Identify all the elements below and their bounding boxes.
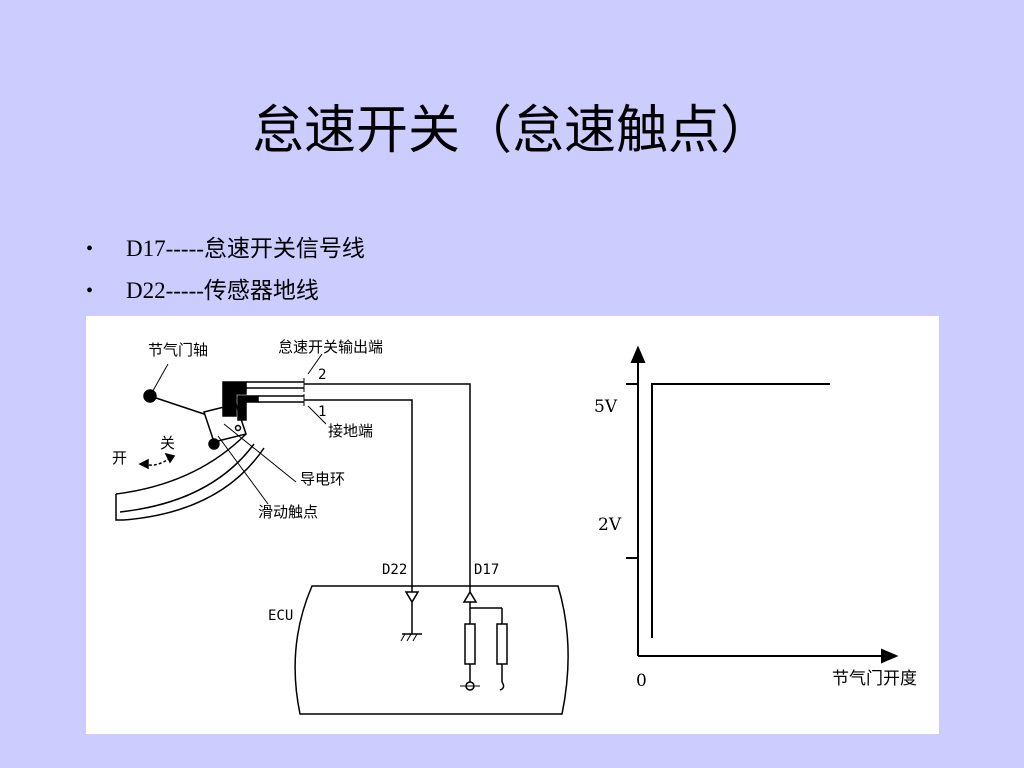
- ring-end-cap: [115, 494, 124, 521]
- ground-hatch: [412, 633, 418, 642]
- load-resistor: [496, 623, 508, 665]
- y-axis-arrow-icon: [630, 345, 646, 363]
- ecu-block: [294, 582, 569, 715]
- x-origin-label: 0: [636, 671, 647, 691]
- ring-leader: [223, 423, 297, 483]
- y-tick-5v-label: 5V: [594, 397, 618, 417]
- ground-terminal-label: 接地端: [328, 422, 373, 440]
- ecu-outline: [294, 585, 569, 715]
- ecu-pin-d22: D22: [382, 562, 407, 578]
- throttle-mechanism: [115, 353, 471, 582]
- pin-2-label: 2: [318, 367, 326, 383]
- x-axis-label: 节气门开度: [832, 669, 917, 689]
- contact-dot-icon: [208, 438, 220, 450]
- open-label: 开: [112, 449, 127, 467]
- ring-arc-inner: [123, 447, 265, 521]
- idle-switch-diagram: 节气门轴 怠速开关输出端 2 1 接地端 开 关 导电环 滑动触点: [112, 338, 917, 715]
- x-axis-arrow-icon: [881, 648, 899, 664]
- shaft-leader: [149, 363, 169, 397]
- wire-d22: [304, 399, 413, 582]
- d22-arrow-icon: [404, 591, 420, 604]
- ground-hatch: [400, 633, 406, 642]
- bullet-item-d22: • D22-----传感器地线: [86, 270, 365, 312]
- idle-switch-figure: 节气门轴 怠速开关输出端 2 1 接地端 开 关 导电环 滑动触点: [86, 316, 939, 734]
- load-end: [499, 681, 505, 691]
- bullet-text: D17-----怠速开关信号线: [126, 236, 365, 261]
- ring-arc-mid: [119, 443, 255, 513]
- pullup-resistor: [464, 623, 476, 665]
- bullet-item-d17: • D17-----怠速开关信号线: [86, 228, 365, 270]
- slide-title: 怠速开关（怠速触点）: [251, 101, 772, 161]
- throttle-shaft-label: 节气门轴: [148, 341, 208, 359]
- arrow-open-head-icon: [138, 458, 149, 470]
- contact-arm-inner: [237, 395, 259, 421]
- bullet-text: D22-----传感器地线: [126, 278, 319, 303]
- throttle-lever: [149, 395, 211, 417]
- sliding-contact-label: 滑动触点: [258, 503, 318, 521]
- idle-signal-graph: [626, 345, 899, 664]
- slider-leader: [217, 435, 269, 505]
- switch-output-label: 怠速开关输出端: [278, 338, 383, 356]
- ecu-label: ECU: [268, 608, 293, 624]
- pin-1-label: 1: [318, 404, 326, 420]
- ring-arc-outer: [115, 433, 247, 495]
- ecu-pin-d17: D17: [474, 562, 499, 578]
- contact-dot-small-icon: [234, 424, 242, 432]
- wire-d17: [304, 383, 471, 582]
- bullet-marker: •: [86, 280, 94, 302]
- bullet-marker: •: [86, 238, 94, 260]
- signal-curve: [651, 383, 830, 638]
- ground-leader: [307, 405, 327, 425]
- close-label: 关: [160, 434, 175, 452]
- output-leader: [307, 353, 323, 375]
- y-tick-2v-label: 2V: [598, 515, 622, 535]
- ground-hatch: [406, 633, 412, 642]
- conductive-ring-label: 导电环: [300, 470, 345, 488]
- bullet-list: • D17-----怠速开关信号线 • D22-----传感器地线: [86, 228, 365, 312]
- arrow-close-head-icon: [164, 452, 176, 464]
